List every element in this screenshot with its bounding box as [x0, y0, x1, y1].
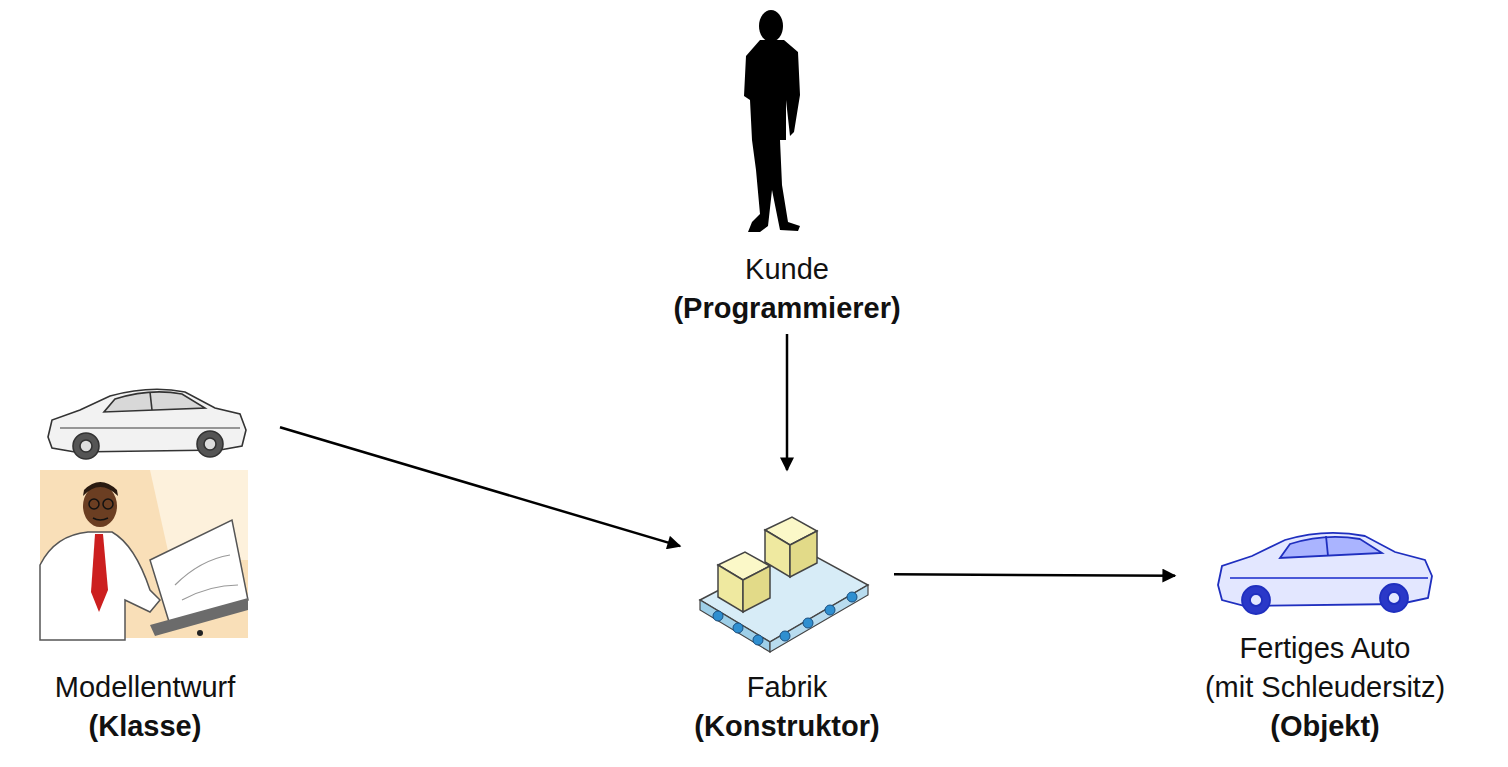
- arrow-connector: [894, 574, 1175, 575]
- illustration-part: [197, 431, 223, 457]
- illustration-part: [89, 499, 99, 509]
- illustration-part: [790, 531, 817, 577]
- illustration-part: [1250, 594, 1262, 606]
- illustration-part: [733, 623, 743, 633]
- illustration-part: [91, 534, 108, 612]
- illustration-part: [175, 555, 238, 600]
- class-node: Modellentwurf(Klasse): [10, 385, 280, 752]
- illustration-part: [60, 427, 240, 429]
- caption-title: Modellentwurf: [55, 668, 236, 707]
- illustration-part: [759, 10, 783, 42]
- caption-title: Kunde: [745, 250, 829, 289]
- illustration-part: [760, 84, 790, 96]
- illustration-part: [803, 618, 813, 628]
- illustration-part: [718, 565, 743, 612]
- constructor-node: Fabrik(Konstruktor): [680, 470, 894, 752]
- illustration-part: [204, 438, 216, 450]
- illustration-part: [744, 40, 800, 232]
- illustration-part: [718, 517, 817, 612]
- illustration-part: [40, 532, 160, 640]
- illustration-part: [753, 635, 763, 645]
- caption-role: (mit Schleudersitz): [1205, 668, 1445, 707]
- arrow-connector: [786, 334, 789, 470]
- caption-role: (Klasse): [89, 707, 202, 746]
- illustration-part: [847, 592, 857, 602]
- illustration-part: [73, 433, 99, 459]
- illustration-part: [765, 530, 790, 577]
- caption-role: (Objekt): [1270, 707, 1380, 746]
- illustration-part: [150, 392, 152, 410]
- illustration-part: [83, 482, 118, 496]
- illustration-part: [104, 392, 205, 412]
- illustration-part: [713, 611, 723, 621]
- object-node: Fertiges Auto(mit Schleudersitz)(Objekt): [1175, 520, 1475, 752]
- finished-car: [1218, 533, 1432, 614]
- factory-conveyor: [700, 517, 868, 652]
- illustration-part: [780, 631, 790, 641]
- customer-silhouette: [744, 10, 800, 232]
- illustration-part: [1388, 592, 1400, 604]
- illustration-part: [1380, 584, 1408, 612]
- illustration-part: [80, 440, 92, 452]
- arrow-connector: [280, 427, 680, 546]
- illustration-part: [93, 518, 108, 520]
- designer-clipart: [40, 470, 248, 640]
- caption-role: (Programmierer): [673, 289, 900, 328]
- illustration-part: [150, 598, 248, 636]
- illustration-part: [743, 566, 770, 612]
- illustration-part: [1280, 537, 1382, 558]
- illustration-part: [770, 585, 868, 652]
- caption-title: Fertiges Auto: [1240, 629, 1411, 668]
- illustration-part: [825, 605, 835, 615]
- caption-role: (Konstruktor): [694, 707, 879, 746]
- illustration-part: [197, 630, 203, 636]
- illustration-part: [103, 499, 113, 509]
- illustration-part: [1326, 536, 1328, 556]
- illustration-part: [1242, 586, 1270, 614]
- caption-title: Fabrik: [747, 668, 828, 707]
- illustration-part: [1230, 577, 1428, 579]
- customer-node: Kunde(Programmierer): [663, 4, 911, 334]
- car-sketch: [48, 389, 246, 459]
